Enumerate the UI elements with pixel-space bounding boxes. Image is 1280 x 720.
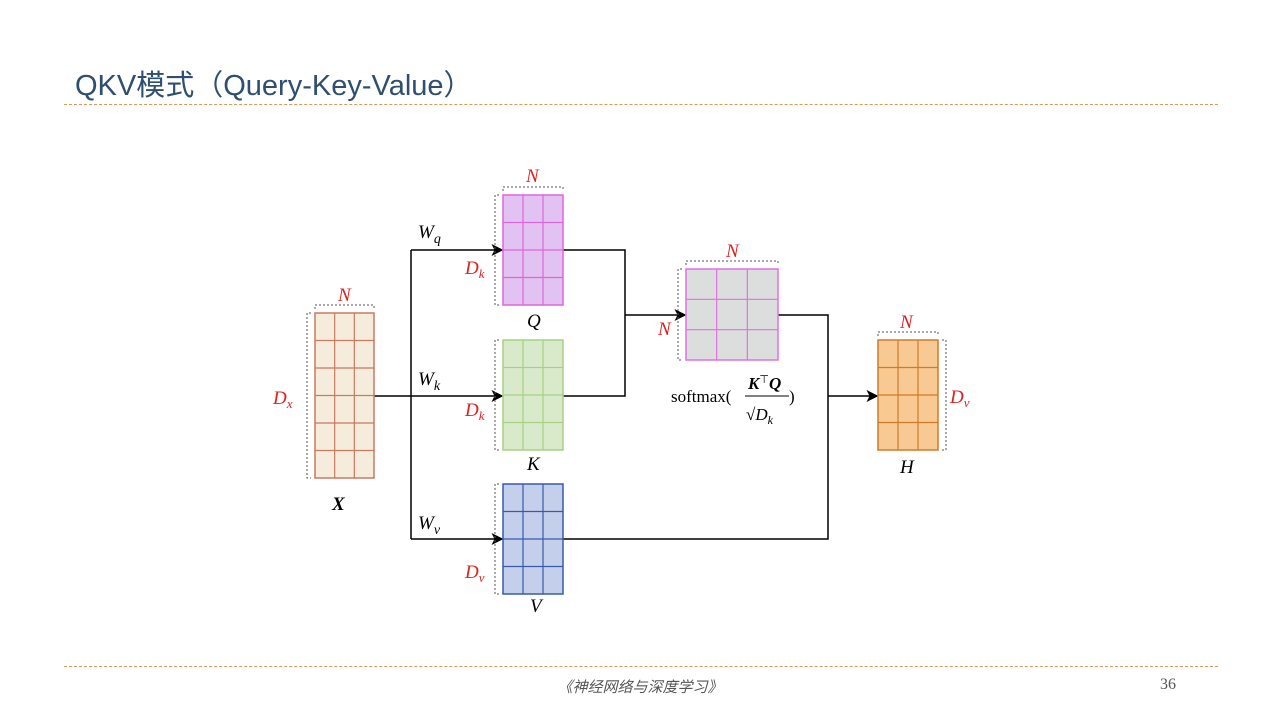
- formula-close-paren: ): [789, 387, 795, 406]
- matrix-v: [494, 483, 564, 595]
- footer-book-title: 《神经网络与深度学习》: [557, 678, 723, 696]
- v-rows-label: Dv: [464, 562, 485, 585]
- page-number: 36: [1160, 676, 1176, 693]
- matrix-a: [677, 260, 779, 361]
- formula-numerator: K⊤Q: [747, 374, 781, 393]
- formula-denominator: √Dk: [746, 405, 774, 427]
- x-label: X: [331, 494, 346, 515]
- h-cols-label: N: [899, 312, 914, 333]
- weight-v-label: Wv: [418, 513, 441, 538]
- slide-title: QKV模式（Query-Key-Value）: [75, 70, 473, 102]
- header-divider: [64, 104, 1218, 105]
- q-rows-label: Dk: [464, 258, 485, 281]
- k-label: K: [526, 454, 541, 475]
- matrix-h: [877, 331, 947, 451]
- attention-rows-label: N: [657, 319, 672, 340]
- softmax-formula: softmax( K⊤Q √Dk ): [671, 374, 795, 427]
- x-cols-label: N: [337, 285, 352, 306]
- connector-lines: [374, 244, 879, 545]
- q-cols-label: N: [525, 166, 540, 187]
- h-rows-label: Dv: [949, 387, 970, 410]
- weight-q-label: Wq: [418, 222, 441, 247]
- v-label: V: [530, 596, 544, 617]
- footer-divider: [64, 666, 1218, 667]
- h-label: H: [899, 457, 915, 478]
- k-rows-label: Dk: [464, 400, 485, 423]
- matrix-q: [494, 186, 564, 306]
- q-label: Q: [527, 311, 541, 332]
- attention-cols-label: N: [725, 241, 740, 262]
- matrix-k: [494, 339, 564, 451]
- matrix-x: [306, 304, 375, 479]
- softmax-text: softmax(: [671, 387, 732, 406]
- weight-k-label: Wk: [418, 369, 441, 394]
- x-rows-label: Dx: [272, 388, 293, 411]
